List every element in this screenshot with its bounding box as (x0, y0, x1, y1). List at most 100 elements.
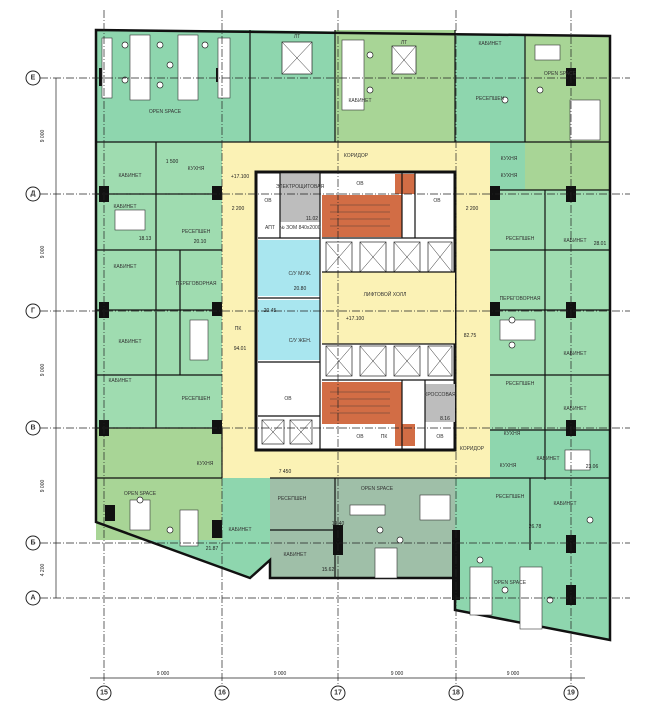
svg-text:+17.100: +17.100 (231, 174, 249, 180)
svg-text:20.10: 20.10 (194, 239, 207, 245)
corridor (222, 142, 490, 478)
svg-text:КУХНЯ: КУХНЯ (504, 431, 521, 437)
svg-text:ОВ: ОВ (284, 396, 292, 402)
svg-text:94.01: 94.01 (234, 346, 247, 352)
svg-text:КОРИДОР: КОРИДОР (344, 153, 369, 159)
svg-text:ПЕРЕГОВОРНАЯ: ПЕРЕГОВОРНАЯ (500, 296, 541, 302)
svg-text:4 200: 4 200 (40, 564, 46, 577)
stairs-south (322, 382, 402, 424)
svg-text:КУХНЯ: КУХНЯ (501, 156, 518, 162)
svg-text:26.78: 26.78 (529, 524, 542, 530)
svg-text:АПТ: АПТ (265, 225, 275, 231)
svg-text:ОВ: ОВ (436, 434, 444, 440)
svg-text:Б: Б (30, 540, 35, 547)
svg-text:8.16: 8.16 (440, 416, 450, 422)
svg-text:ПЕРЕГОВОРНАЯ: ПЕРЕГОВОРНАЯ (176, 281, 217, 287)
svg-text:А: А (30, 595, 35, 602)
svg-text:OPEN SPACE: OPEN SPACE (494, 580, 527, 586)
svg-text:9 000: 9 000 (40, 364, 46, 377)
svg-text:КАБИНЕТ: КАБИНЕТ (113, 204, 136, 210)
lift-shafts (261, 41, 453, 445)
svg-text:КУХНЯ: КУХНЯ (501, 173, 518, 179)
svg-text:17: 17 (334, 690, 342, 697)
svg-text:КАБИНЕТ: КАБИНЕТ (563, 351, 586, 357)
electrical-room (280, 174, 320, 222)
svg-text:9 000: 9 000 (507, 671, 520, 677)
svg-text:КАБИНЕТ: КАБИНЕТ (283, 552, 306, 558)
svg-text:28.01: 28.01 (594, 241, 607, 247)
svg-text:Д: Д (31, 191, 36, 198)
svg-text:20.45: 20.45 (264, 308, 277, 314)
svg-text:ЛТ: ЛТ (401, 40, 407, 46)
stairs-north-lobby (395, 174, 415, 194)
svg-text:КАБИНЕТ: КАБИНЕТ (118, 339, 141, 345)
axis-row-e: Е (25, 70, 41, 86)
svg-text:В: В (30, 425, 35, 432)
svg-text:18.13: 18.13 (139, 236, 152, 242)
furniture (101, 34, 601, 630)
svg-text:ОВ: ОВ (356, 434, 364, 440)
svg-text:РЕСЕПШЕН: РЕСЕПШЕН (476, 96, 505, 102)
svg-text:РЕСЕПШЕН: РЕСЕПШЕН (182, 396, 211, 402)
svg-text:КАБИНЕТ: КАБИНЕТ (113, 264, 136, 270)
axis-row-v: В (25, 420, 41, 436)
grid-lines (40, 10, 630, 685)
svg-text:9 000: 9 000 (40, 246, 46, 259)
svg-text:23.06: 23.06 (586, 464, 599, 470)
svg-text:18: 18 (452, 690, 460, 697)
axis-row-a: А (25, 590, 41, 606)
area-labels: 82.75 94.01 20.80 20.45 8.16 11.02 26.78… (139, 216, 607, 573)
svg-text:Е: Е (31, 75, 36, 82)
svg-text:С/У ЖЕН.: С/У ЖЕН. (289, 338, 312, 344)
svg-text:КАБИНЕТ: КАБИНЕТ (348, 98, 371, 104)
svg-text:№ ЗОМ 840х2000: № ЗОМ 840х2000 (279, 225, 320, 231)
axis-col-16: 16 (214, 685, 230, 701)
svg-text:15.62: 15.62 (322, 567, 335, 573)
svg-text:РЕСЕПШЕН: РЕСЕПШЕН (506, 236, 535, 242)
svg-text:КАБИНЕТ: КАБИНЕТ (563, 238, 586, 244)
axis-col-15: 15 (96, 685, 112, 701)
svg-text:OPEN SPACE: OPEN SPACE (149, 109, 182, 115)
svg-text:16: 16 (218, 690, 226, 697)
wc-female (258, 300, 320, 360)
svg-text:ЛИФТОВОЙ ХОЛЛ: ЛИФТОВОЙ ХОЛЛ (364, 290, 407, 298)
svg-text:ПК: ПК (381, 434, 388, 440)
svg-text:КУХНЯ: КУХНЯ (197, 461, 214, 467)
svg-text:20.80: 20.80 (294, 286, 307, 292)
svg-text:КАБИНЕТ: КАБИНЕТ (553, 501, 576, 507)
svg-text:КРОССОВАЯ: КРОССОВАЯ (424, 392, 456, 398)
svg-text:РЕСЕПШЕН: РЕСЕПШЕН (506, 381, 535, 387)
svg-text:КОРИДОР: КОРИДОР (460, 446, 485, 452)
svg-text:15: 15 (100, 690, 108, 697)
zone-west-cabinets (96, 142, 222, 428)
svg-text:2 200: 2 200 (466, 206, 479, 212)
axis-markers: 15 16 17 18 19 Е Д Г В Б А (25, 70, 579, 701)
svg-text:Г: Г (31, 308, 35, 315)
svg-text:ОВ: ОВ (433, 198, 441, 204)
svg-text:РЕСЕПШЕН: РЕСЕПШЕН (278, 496, 307, 502)
svg-text:ОВ: ОВ (356, 181, 364, 187)
walls (94, 28, 612, 642)
svg-text:РЕСЕПШЕН: РЕСЕПШЕН (182, 229, 211, 235)
svg-text:OPEN SPACE: OPEN SPACE (124, 491, 157, 497)
svg-text:OPEN SPACE: OPEN SPACE (361, 486, 394, 492)
svg-text:ЛТ: ЛТ (294, 34, 300, 40)
svg-text:КУХНЯ: КУХНЯ (188, 166, 205, 172)
svg-text:ОВ: ОВ (264, 198, 272, 204)
svg-text:OPEN SPACE: OPEN SPACE (544, 71, 577, 77)
svg-text:КАБИНЕТ: КАБИНЕТ (478, 41, 501, 47)
zone-west-open-space (96, 428, 222, 540)
room-labels: OPEN SPACE КАБИНЕТ РЕСЕПШЕН КАБИНЕТ OPEN… (108, 34, 586, 586)
svg-text:11.02: 11.02 (306, 216, 318, 222)
wc-male (258, 240, 320, 296)
lift-hall (322, 272, 455, 344)
axis-row-g: Г (25, 303, 41, 319)
svg-text:РЕСЕПШЕН: РЕСЕПШЕН (496, 494, 525, 500)
stairs-south-lobby (395, 424, 415, 446)
svg-text:9 000: 9 000 (157, 671, 170, 677)
svg-text:ПК: ПК (235, 326, 242, 332)
axis-row-b: Б (25, 535, 41, 551)
svg-text:9 000: 9 000 (40, 480, 46, 493)
stairs-north (322, 195, 402, 237)
